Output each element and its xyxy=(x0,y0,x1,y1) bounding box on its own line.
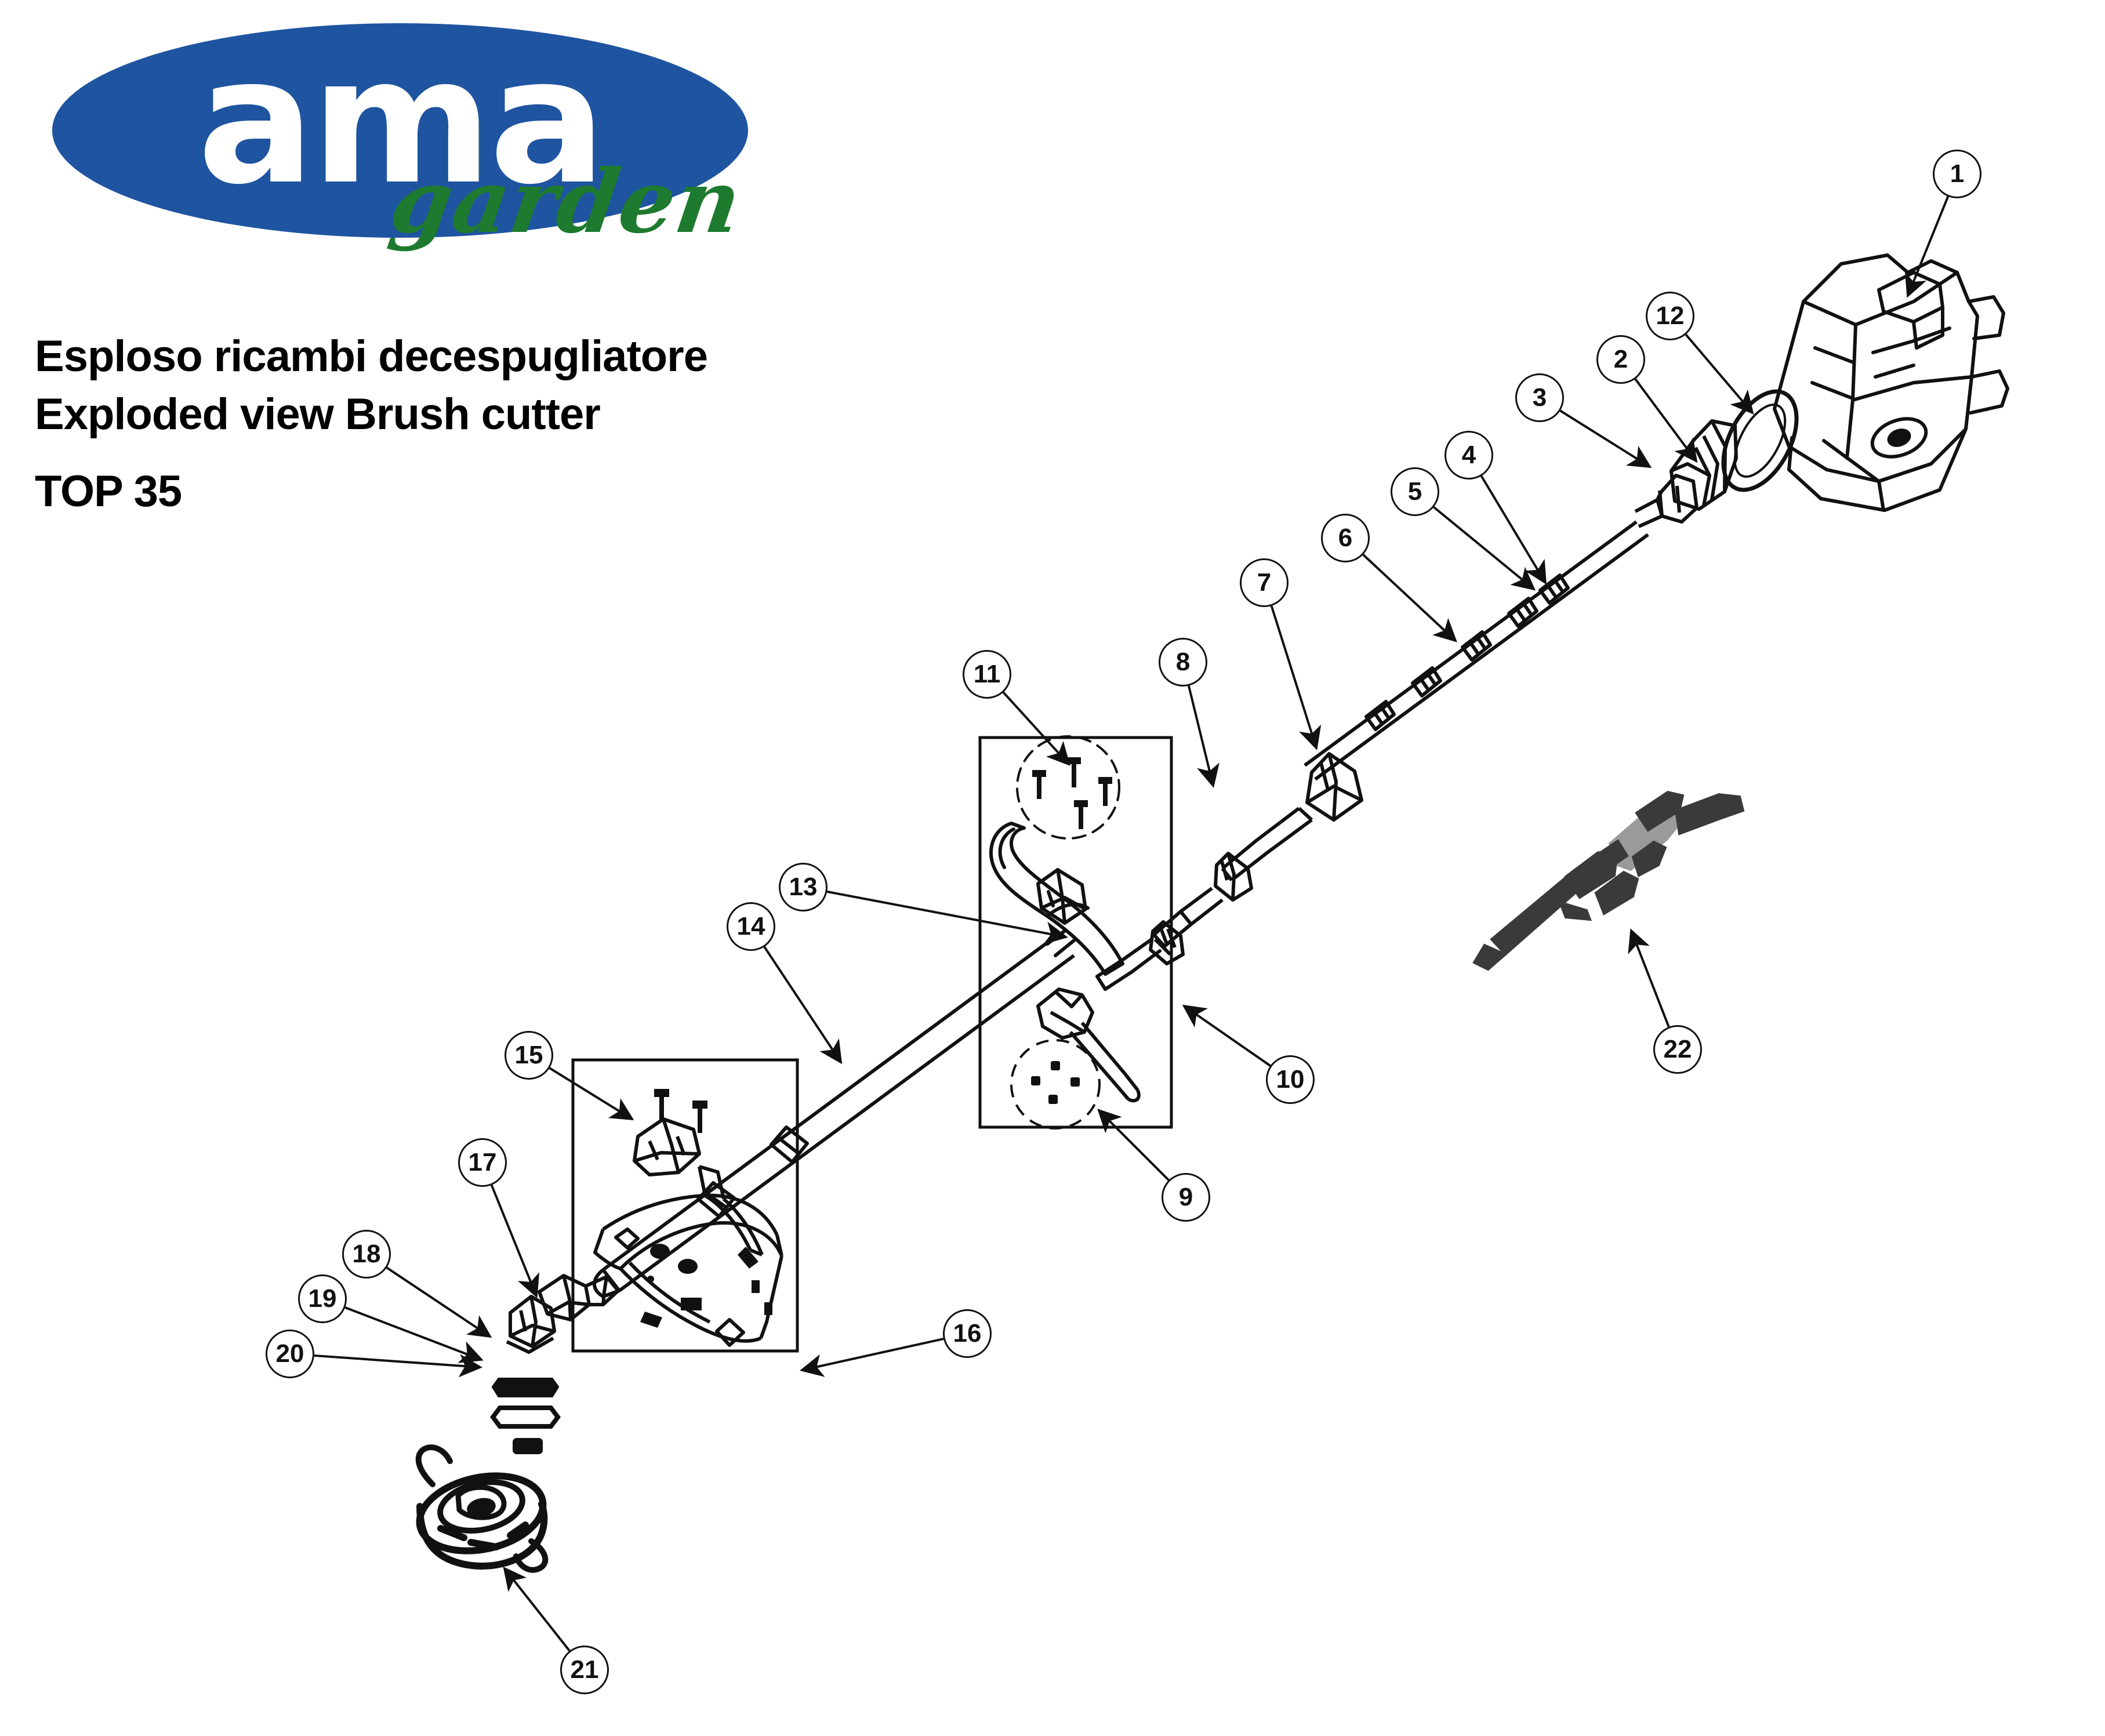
leader-line-7 xyxy=(1270,605,1322,750)
leader-line-12 xyxy=(1685,333,1754,415)
leader-line-13 xyxy=(826,890,1068,945)
callout-4[interactable]: 4 xyxy=(1445,431,1493,480)
leader-line-6 xyxy=(1362,554,1457,642)
callout-18[interactable]: 18 xyxy=(342,1230,391,1279)
spanner-wrench-drawing xyxy=(1010,987,1141,1130)
loop-handle-drawing xyxy=(989,735,1162,991)
guard-assembly-box xyxy=(571,1058,799,1353)
callout-17[interactable]: 17 xyxy=(458,1138,507,1187)
leader-line-9 xyxy=(1097,1109,1170,1181)
callout-5[interactable]: 5 xyxy=(1391,467,1439,516)
leader-line-14 xyxy=(763,946,843,1065)
callout-12[interactable]: 12 xyxy=(1646,292,1694,340)
engine-assembly-drawing xyxy=(1773,253,2009,512)
leader-lines xyxy=(314,196,1950,1652)
leader-line-5 xyxy=(1433,506,1536,591)
callout-1[interactable]: 1 xyxy=(1933,150,1981,198)
callout-8[interactable]: 8 xyxy=(1159,638,1207,687)
leader-line-8 xyxy=(1188,685,1220,788)
callout-13[interactable]: 13 xyxy=(779,863,828,911)
leader-line-3 xyxy=(1559,409,1652,468)
leader-line-11 xyxy=(1002,691,1070,766)
logo-ellipse-shape xyxy=(52,23,748,238)
leader-line-4 xyxy=(1480,475,1547,585)
callout-21[interactable]: 21 xyxy=(560,1646,609,1694)
callout-2[interactable]: 2 xyxy=(1596,335,1645,384)
callout-7[interactable]: 7 xyxy=(1240,558,1289,607)
leader-line-15 xyxy=(549,1067,634,1121)
callout-14[interactable]: 14 xyxy=(727,902,775,951)
title-block: Esploso ricambi decespugliatore Exploded… xyxy=(35,328,1079,521)
cotter-tab-shape xyxy=(513,1438,543,1454)
trimmer-head-drawing xyxy=(415,1444,549,1573)
leader-line-19 xyxy=(344,1306,484,1363)
title-line-italian: Esploso ricambi decespugliatore xyxy=(35,332,708,381)
logo-brand-text: ama xyxy=(197,20,606,223)
guard-bracket-drawing xyxy=(633,1089,707,1176)
callout-10[interactable]: 10 xyxy=(1266,1055,1315,1104)
shaft-tube-drawing xyxy=(593,934,1075,1298)
gearbox-head-drawing xyxy=(506,1274,620,1354)
callout-16[interactable]: 16 xyxy=(943,1309,992,1358)
leader-line-16 xyxy=(800,1338,944,1377)
callout-22[interactable]: 22 xyxy=(1653,1025,1702,1074)
spacer-washer-shape xyxy=(491,1378,560,1397)
callout-19[interactable]: 19 xyxy=(298,1274,347,1323)
leader-line-20 xyxy=(314,1354,482,1378)
leader-line-21 xyxy=(503,1566,571,1652)
callout-3[interactable]: 3 xyxy=(1515,373,1564,422)
callout-9[interactable]: 9 xyxy=(1162,1173,1210,1222)
leader-line-10 xyxy=(1182,1004,1271,1067)
model-designation: TOP 35 xyxy=(35,466,182,516)
title-line-english: Exploded view Brush cutter xyxy=(35,390,601,440)
shoulder-harness-drawing xyxy=(1472,790,1745,971)
handle-assembly-box xyxy=(978,736,1173,1129)
group-boxes xyxy=(571,736,1173,1353)
leader-line-22 xyxy=(1628,928,1670,1027)
brand-logo: ama garden xyxy=(35,17,800,284)
leader-line-1 xyxy=(1904,196,1950,298)
drive-shaft-drawing xyxy=(1149,520,1649,965)
callout-15[interactable]: 15 xyxy=(505,1031,553,1080)
callout-11[interactable]: 11 xyxy=(963,650,1011,699)
leader-line-2 xyxy=(1634,378,1698,463)
leader-line-18 xyxy=(386,1266,492,1338)
callout-20[interactable]: 20 xyxy=(266,1330,314,1378)
blade-guard-drawing xyxy=(593,1165,783,1347)
callout-6[interactable]: 6 xyxy=(1321,514,1370,562)
small-parts-stack-drawing xyxy=(490,1378,561,1454)
retaining-ring-shape xyxy=(490,1405,561,1429)
clutch-assembly-drawing xyxy=(1634,419,1738,528)
leader-line-17 xyxy=(490,1185,540,1298)
